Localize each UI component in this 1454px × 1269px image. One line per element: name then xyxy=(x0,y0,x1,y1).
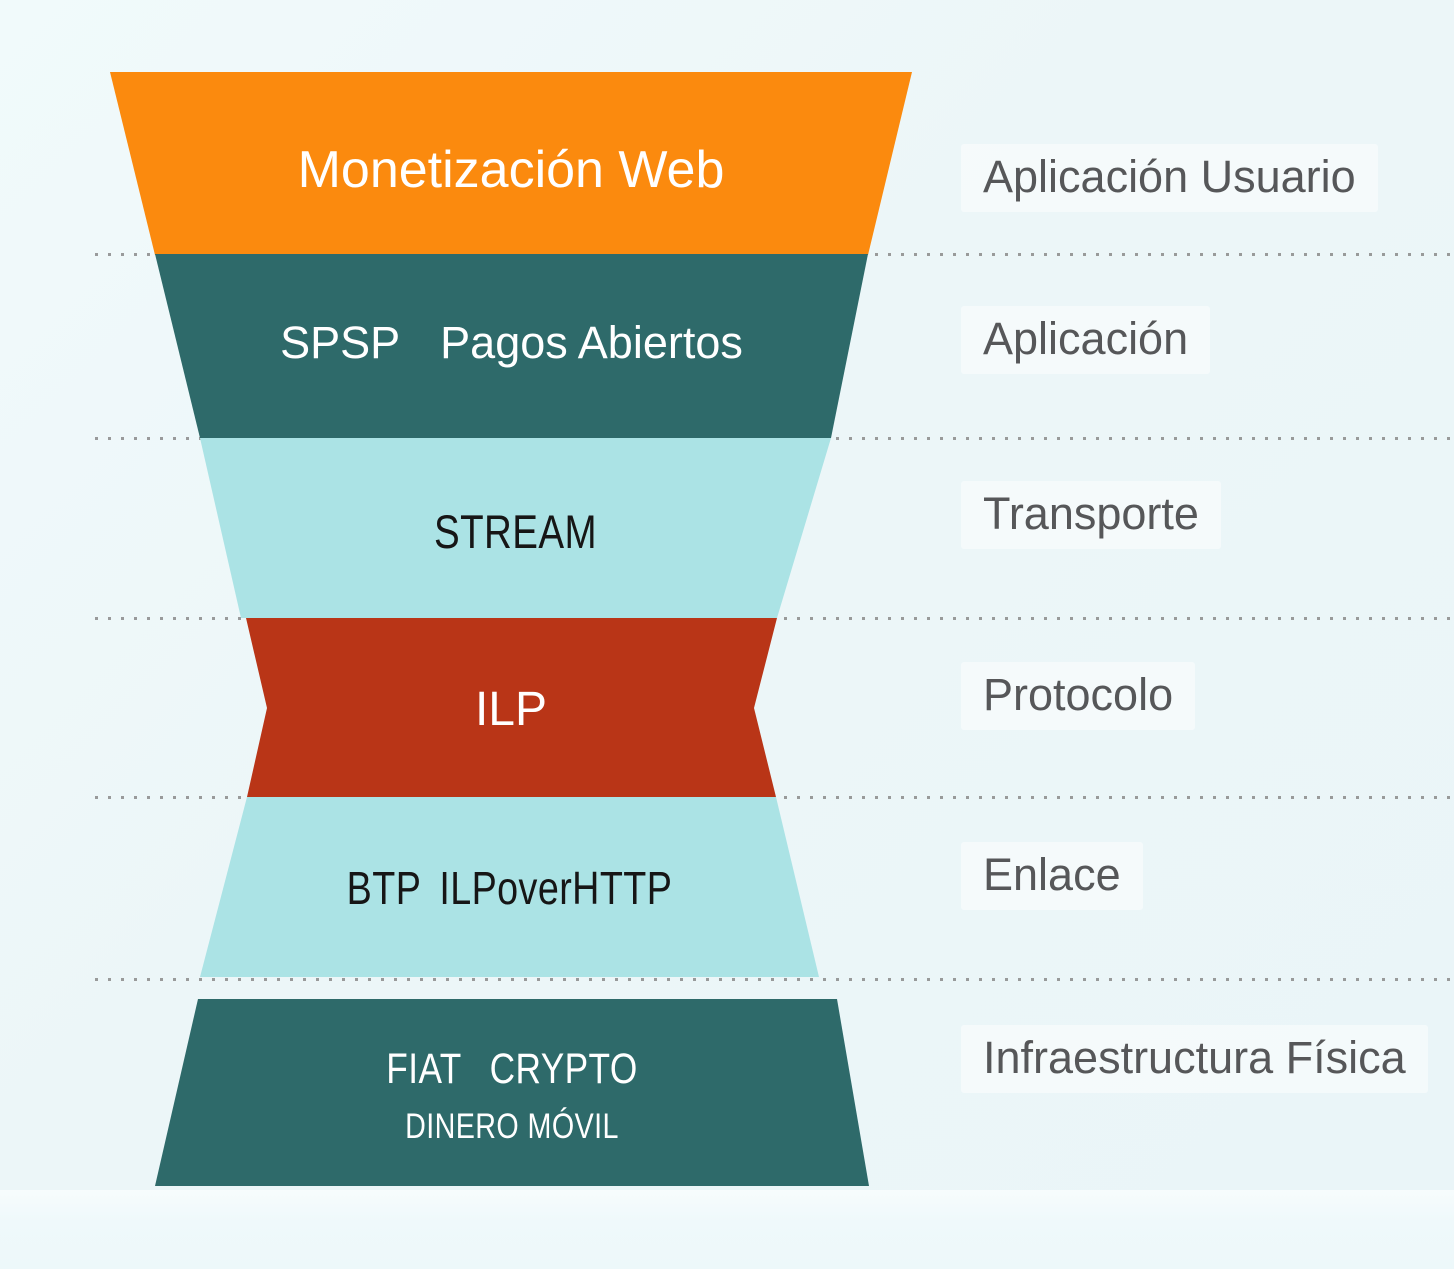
layer-title-stream: STREAM xyxy=(257,503,774,559)
layer-item-label: ILPoverHTTP xyxy=(439,862,673,914)
layer-shape-btp xyxy=(200,797,819,977)
layer-shape-spsp xyxy=(155,254,868,438)
layer-item-label: ILP xyxy=(474,682,548,736)
layer-shape-stream xyxy=(200,438,831,618)
category-label-enlace: Enlace xyxy=(961,842,1143,910)
category-label-protocolo: Protocolo xyxy=(961,662,1196,730)
layer-shape-monetizacion-web xyxy=(110,72,912,255)
layer-subtitle-dinero-movil: DINERO MÓVIL xyxy=(219,1105,804,1149)
layer-item-label: FIAT xyxy=(386,1044,462,1093)
category-label-aplicacion-usuario: Aplicación Usuario xyxy=(961,144,1378,212)
layer-item-label: SPSP xyxy=(280,317,401,368)
divider-dotted-line-5 xyxy=(95,978,1454,981)
layer-shape-ilp xyxy=(246,618,777,797)
layer-title-monetizacion-web: Monetización Web xyxy=(110,138,912,202)
category-label-aplicacion: Aplicación xyxy=(961,306,1211,374)
layer-item-label: BTP xyxy=(346,862,422,914)
layer-title-ilp: ILP xyxy=(245,679,777,739)
layer-item-label: Pagos Abiertos xyxy=(440,317,743,368)
layer-title-spsp: SPSP Pagos Abiertos xyxy=(155,314,868,372)
category-label-transporte: Transporte xyxy=(961,481,1221,549)
layer-item-label: Monetización Web xyxy=(297,141,725,199)
layer-item-label: STREAM xyxy=(433,504,598,558)
background-bottom-strip xyxy=(0,1190,1454,1269)
layer-item-label: DINERO MÓVIL xyxy=(405,1107,619,1146)
layer-shape-fiat-crypto xyxy=(155,999,869,1186)
layer-title-fiat-crypto: FIAT CRYPTO xyxy=(219,1043,804,1095)
layer-item-label: CRYPTO xyxy=(489,1044,638,1093)
layer-title-btp: BTP ILPoverHTTP xyxy=(256,860,764,916)
category-label-infraestructura-fisica: Infraestructura Física xyxy=(961,1025,1428,1093)
